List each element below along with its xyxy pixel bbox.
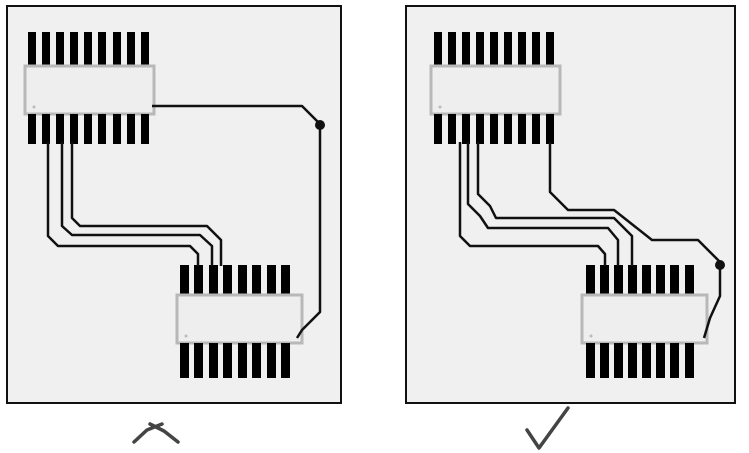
- chip-a-right-pin1-dot: [438, 105, 442, 109]
- panel-wrong: [6, 5, 342, 404]
- panel-right: [405, 5, 736, 404]
- via-dot-wrong: [315, 120, 325, 130]
- check-mark-icon: [525, 406, 570, 450]
- chip-a-right-body: [429, 64, 562, 116]
- chip-b-right-bottom-pins: [586, 343, 694, 378]
- trace-wrong-3: [70, 142, 223, 266]
- chip-b-right-top-pins: [586, 265, 694, 295]
- trace-wrong-2: [60, 142, 214, 266]
- trace-right-long: [548, 142, 722, 339]
- traces-right: [458, 142, 722, 339]
- chip-a-right-bottom-pins: [434, 114, 554, 144]
- chip-b-wrong-pin1-dot: [184, 334, 188, 338]
- chip-a-wrong-top-pins: [28, 32, 149, 66]
- chip-b-wrong-bottom-pins: [180, 343, 290, 378]
- chip-a-right-top-pins: [434, 32, 554, 66]
- chip-a-wrong-body: [23, 64, 156, 116]
- chip-a-wrong: [23, 32, 156, 144]
- chip-b-wrong: [175, 265, 304, 378]
- chip-b-right-pin1-dot: [589, 334, 593, 338]
- via-dot-right: [715, 260, 725, 270]
- trace-right-2: [466, 142, 620, 266]
- trace-wrong-long: [152, 104, 322, 339]
- chip-b-right: [580, 265, 709, 378]
- chip-b-right-body: [580, 293, 709, 345]
- x-mark-icon: [132, 422, 180, 444]
- trace-right-3: [476, 142, 634, 266]
- chip-a-right: [429, 32, 562, 144]
- chip-a-wrong-pin1-dot: [32, 105, 36, 109]
- chip-a-wrong-bottom-pins: [28, 114, 149, 144]
- chip-b-wrong-top-pins: [180, 265, 290, 295]
- traces-wrong: [46, 104, 322, 339]
- trace-wrong-1: [46, 142, 200, 266]
- trace-right-1: [458, 142, 607, 266]
- chip-b-wrong-body: [175, 293, 304, 345]
